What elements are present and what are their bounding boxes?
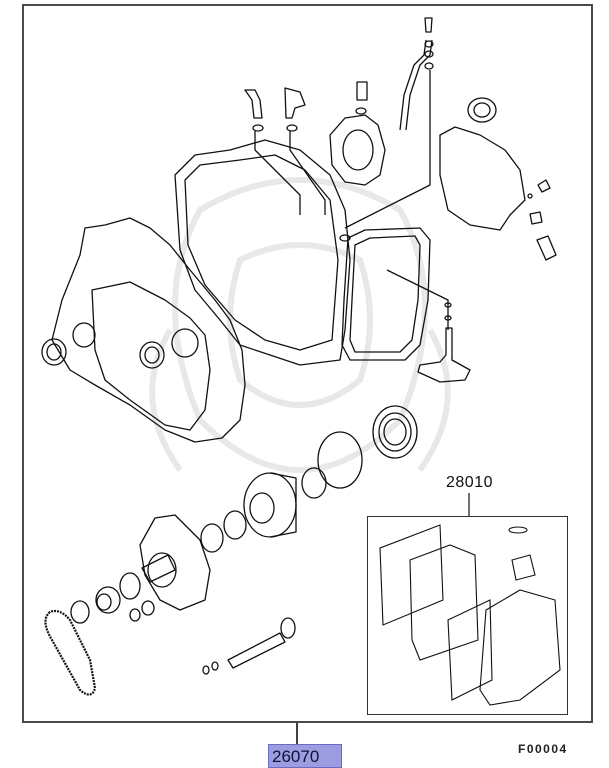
valve-body-kit-drawing [379,524,561,706]
callout-26070-highlighted[interactable]: 26070 [268,744,342,768]
diagram-frame [22,4,593,723]
side-cover-gasket [439,126,526,231]
rear-plate [329,114,386,186]
valve-body-kit-inset [367,516,568,715]
gear [243,472,297,538]
left-housing [51,217,246,443]
shift-lever [417,327,471,383]
pipe-assembly [399,39,433,131]
input-shaft [227,632,286,669]
oil-pan-gasket [341,227,431,361]
figure-code: F00004 [518,742,568,756]
callout-28010[interactable]: 28010 [446,474,493,491]
drive-chain [44,609,97,696]
pump-assembly [139,514,211,611]
center-case [174,139,351,366]
